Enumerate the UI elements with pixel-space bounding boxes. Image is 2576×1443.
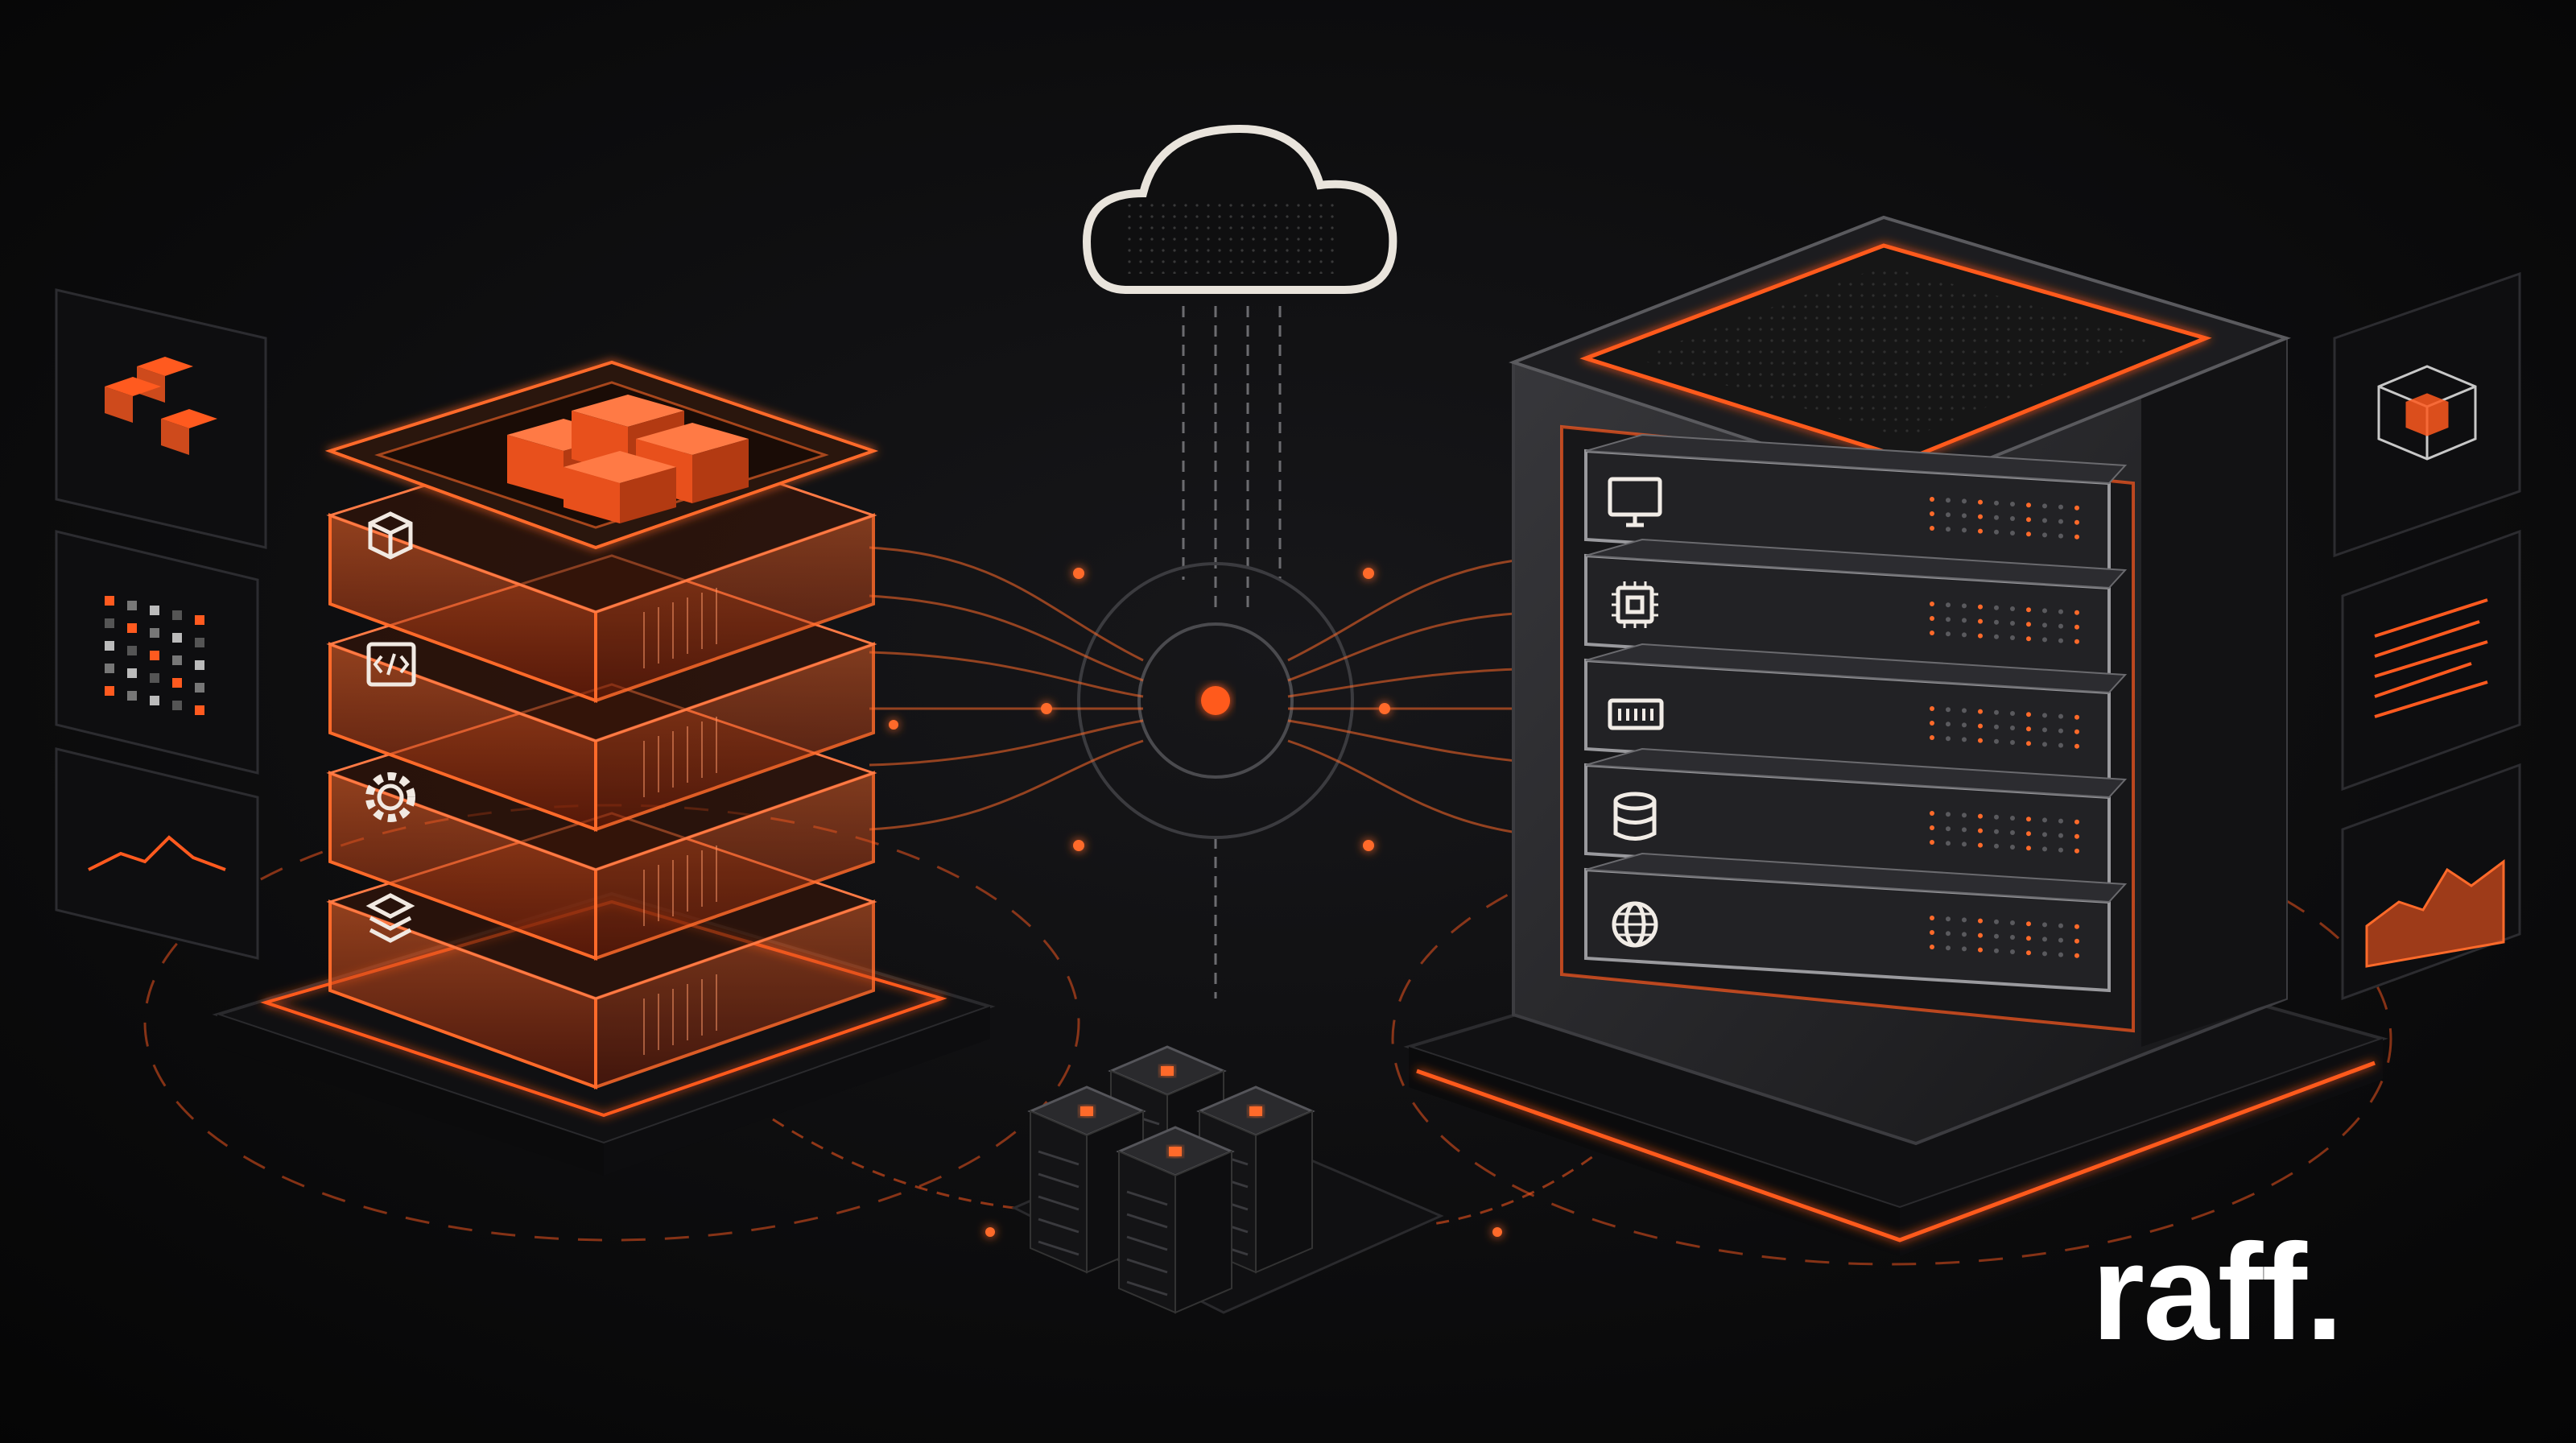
mini-server-4	[1116, 1126, 1235, 1314]
right-panel-2	[2341, 529, 2521, 792]
monitor-icon	[1608, 477, 1662, 527]
server-slot-5	[1584, 852, 2128, 993]
grid-icon	[105, 596, 204, 715]
server-cluster	[1011, 1045, 1444, 1314]
brand-wordmark: raff.	[2091, 1216, 2343, 1369]
server-slot-2	[1584, 538, 2128, 679]
globe-icon	[1612, 901, 1658, 948]
code-icon	[366, 642, 416, 687]
database-icon	[1613, 792, 1657, 841]
right-server-slots	[1584, 433, 2128, 993]
cube-wireframe-icon	[2377, 365, 2477, 461]
left-panel-3	[55, 747, 259, 960]
ground-links	[772, 1118, 1611, 1226]
server-slot-3	[1584, 643, 2128, 784]
left-panel-2	[55, 530, 259, 775]
left-stack-icons	[365, 511, 416, 943]
memory-icon	[1608, 698, 1664, 730]
server-slot-1	[1584, 433, 2128, 574]
cube-icon	[368, 511, 413, 560]
right-panel-3	[2341, 763, 2521, 1001]
cubes-icon	[507, 395, 749, 523]
cloud-links	[1182, 306, 1282, 999]
chart-icon	[2365, 859, 2505, 968]
network-hub	[1077, 562, 1354, 839]
gear-icon	[365, 772, 415, 822]
right-panel-1	[2333, 271, 2521, 558]
right-server-icons	[1608, 477, 1664, 948]
cubes-icon	[105, 357, 217, 455]
left-panel-1	[55, 288, 267, 549]
left-panels	[55, 288, 267, 960]
right-panels	[2333, 271, 2521, 1001]
cpu-icon	[1612, 581, 1658, 628]
cloud-icon	[1082, 124, 1397, 294]
layers-icon	[365, 893, 415, 943]
chart-icon	[88, 835, 226, 871]
list-icon	[2374, 598, 2488, 718]
